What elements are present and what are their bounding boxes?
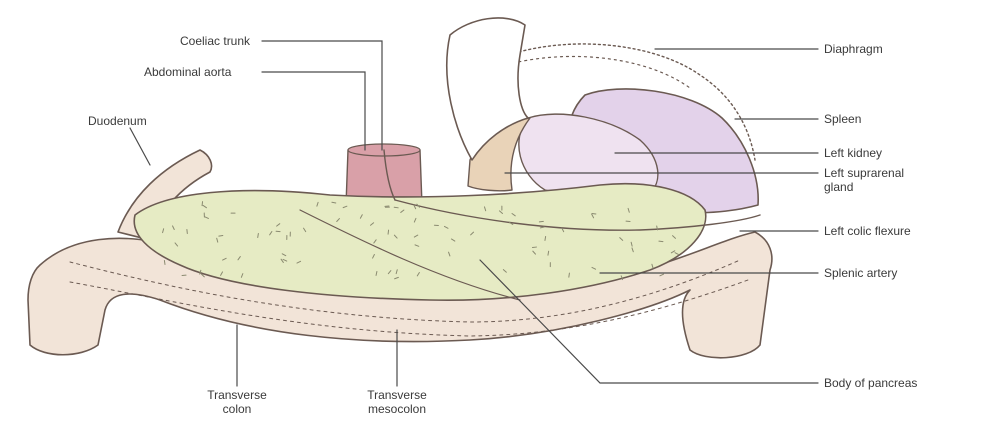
leader-duodenum	[130, 128, 150, 165]
leader-abdominal-aorta	[262, 72, 365, 150]
label-left-kidney: Left kidney	[824, 146, 882, 160]
label-transverse-colon: Transverse colon	[192, 388, 282, 416]
label-diaphragm: Diaphragm	[824, 42, 883, 56]
label-coeliac-trunk: Coeliac trunk	[180, 34, 250, 48]
label-spleen: Spleen	[824, 112, 861, 126]
label-left-suprarenal-gland: Left suprarenal gland	[824, 166, 904, 194]
leader-coeliac-trunk	[262, 41, 382, 150]
label-body-of-pancreas: Body of pancreas	[824, 376, 917, 390]
label-left-colic-flexure: Left colic flexure	[824, 224, 911, 238]
label-abdominal-aorta: Abdominal aorta	[144, 65, 231, 79]
label-duodenum: Duodenum	[88, 114, 147, 128]
label-splenic-artery: Splenic artery	[824, 266, 897, 280]
label-transverse-mesocolon: Transverse mesocolon	[352, 388, 442, 416]
